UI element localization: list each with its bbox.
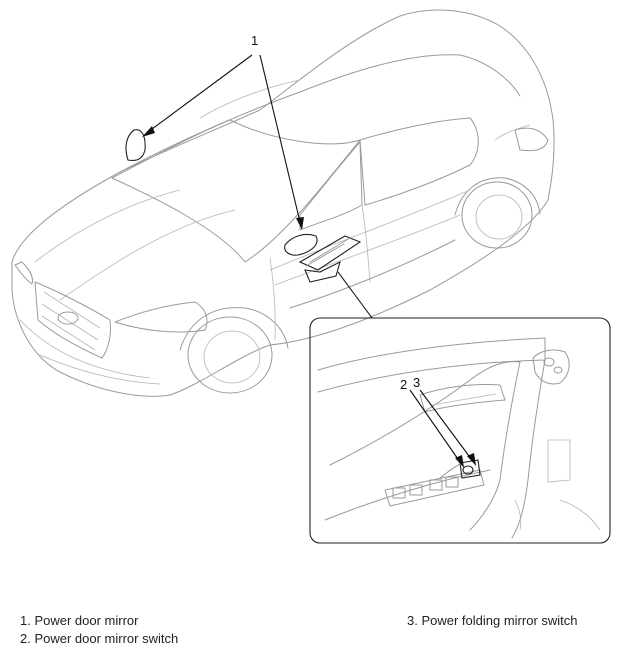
left-mirror-shape <box>125 129 146 162</box>
car-diagram <box>11 9 611 544</box>
callout-2-label: 2 <box>400 377 408 392</box>
legend-item-2: 2. Power door mirror switch <box>20 631 179 646</box>
callout-1-label: 1 <box>251 33 259 48</box>
legend-item-3: 3. Power folding mirror switch <box>407 613 578 628</box>
detail-inset <box>309 317 611 544</box>
callout-1-arrows <box>142 54 304 230</box>
right-mirror-shape <box>284 233 318 256</box>
switch-panel-shape <box>298 235 362 283</box>
zoom-connector <box>337 271 408 319</box>
car-outline <box>11 9 555 397</box>
legend-item-1: 1. Power door mirror <box>20 613 139 628</box>
callout-3-label: 3 <box>413 375 421 390</box>
